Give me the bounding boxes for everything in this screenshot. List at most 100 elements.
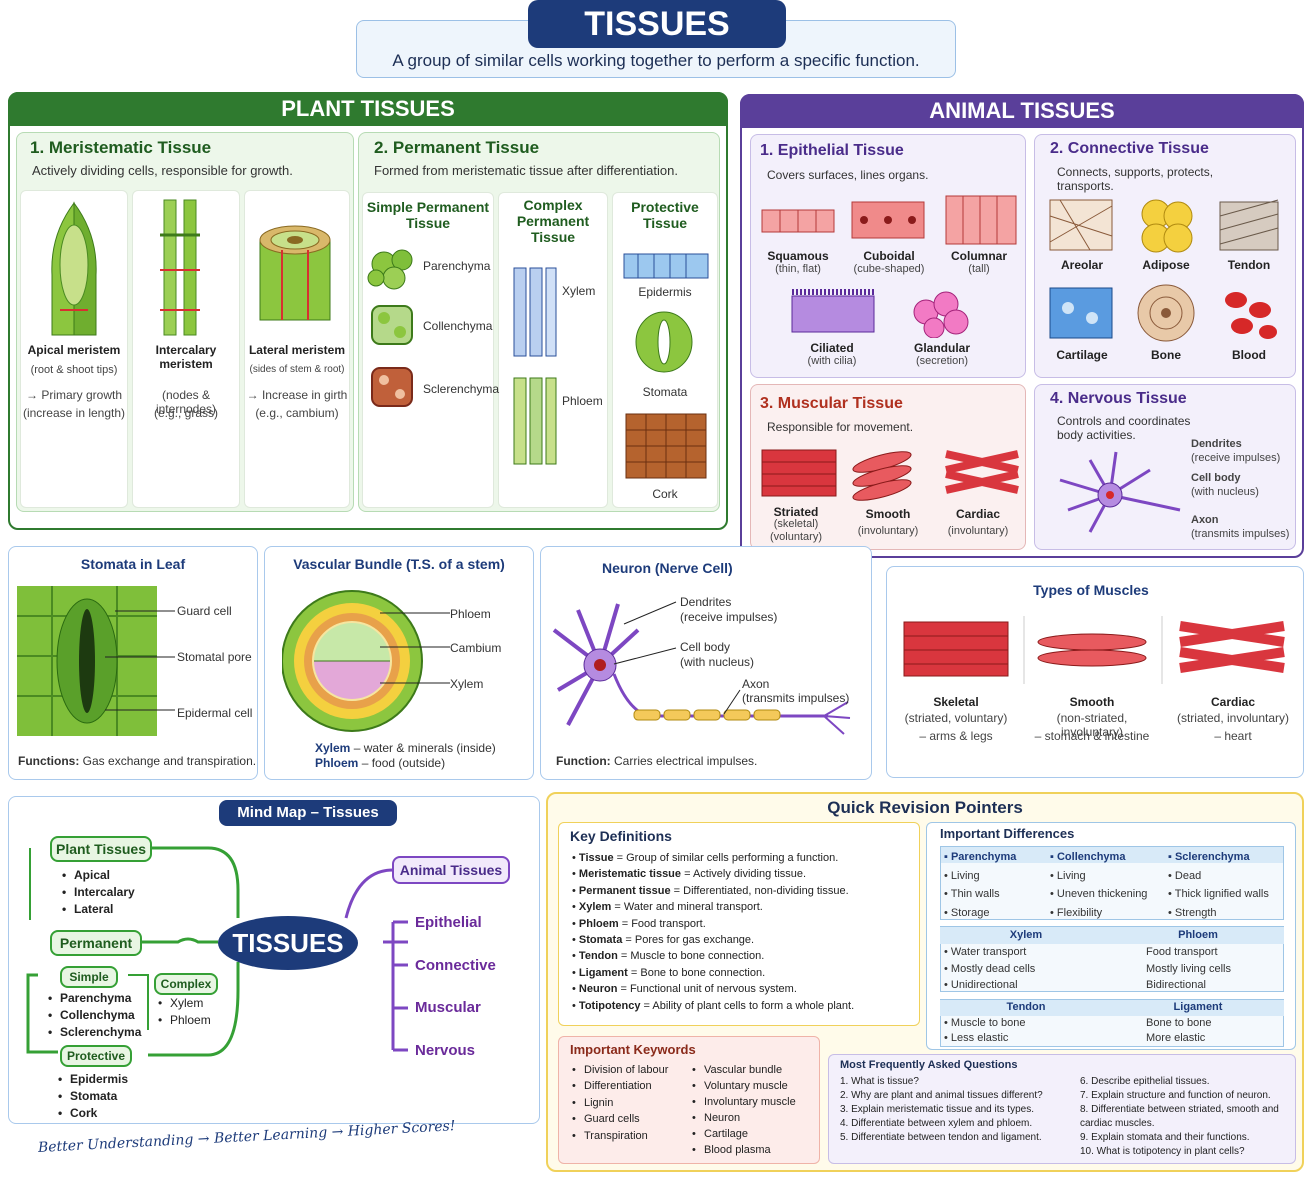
epidermis-label: Epidermis [638,285,692,299]
defs-box [558,822,920,1026]
mm-plant-item: Lateral [62,902,135,916]
mm-animal-tissues: Animal Tissues [392,856,510,884]
neuron-card-title: Neuron (Nerve Cell) [602,560,733,576]
glandular-sub: (secretion) [916,355,968,367]
vascular-bundle-image [282,590,423,732]
nervous-title: 4. Nervous Tissue [1050,390,1187,407]
def-row: • Ligament = Bone to bone connection. [572,966,766,979]
guard-cell-label: Guard cell [177,604,232,618]
keyword: Lignin [572,1095,668,1112]
keyword: Blood plasma [692,1142,796,1158]
lateral-meristem-image [259,225,331,321]
smooth-muscle-sub: (non-striated, involuntary) [1056,711,1128,739]
faq-box [828,1054,1296,1164]
ciliated-label: Ciliated [810,341,854,355]
revision-title: Quick Revision Pointers [827,798,1023,817]
cuboidal-image [851,201,925,239]
muscular-illustrations [761,449,1019,501]
lateral-name: Lateral meristem [248,343,346,357]
defs-list: • Tissue = Group of similar cells perfor… [572,850,916,1014]
vascular-line1-b: Xylem [315,741,351,755]
t1-grid: ▪ Parenchyma▪ Collenchyma▪ Sclerenchyma … [944,851,1269,919]
vascular-phloem-label: Phloem [450,607,491,621]
muscular-desc: Responsible for movement. [767,420,914,434]
faq-item: 3. Explain meristematic tissue and its t… [840,1104,1034,1115]
connective-title: 2. Connective Tissue [1050,140,1209,157]
mm-animal-item: Nervous [415,1042,476,1059]
epidermal-cell-label: Epidermal cell [177,706,253,720]
faq-item: 5. Differentiate between tendon and liga… [840,1132,1042,1143]
permanent-illustrations [367,249,709,479]
mm-complex-item: Xylem [158,996,211,1010]
striated-sub2: (voluntary) [770,531,822,543]
stomata-label: Stomata [642,385,688,399]
keyword: Division of labour [572,1062,668,1079]
smooth-muscle-ex: – stomach & intestine [1034,729,1150,743]
skeletal-sub: (striated, voluntary) [904,711,1008,725]
epithelial-box [750,134,1026,378]
cardiac-label: Cardiac [955,507,1001,521]
bone-label: Bone [1151,348,1181,362]
skeletal-ex: – arms & legs [919,729,993,743]
keyword: Transpiration [572,1128,668,1145]
apical-meristem-image [51,201,97,336]
faq-item: 7. Explain structure and function of neu… [1080,1090,1271,1101]
neuron-image [552,601,851,735]
xylem-label: Xylem [562,284,596,298]
columnar-label: Columnar [950,249,1007,263]
meristematic-title: 1. Meristematic Tissue [30,138,212,157]
epithelial-title: 1. Epithelial Tissue [760,142,904,159]
def-row: • Tissue = Group of similar cells perfor… [572,852,839,864]
mm-center: TISSUES [218,916,358,970]
mm-protective-item: Stomata [58,1089,128,1103]
faq-item: 10. What is totipotency in plant cells? [1080,1146,1245,1157]
intercalary-meristem-image [160,199,200,336]
protective-title: Protective Tissue [631,199,699,231]
mindmap-connectors [26,846,408,1057]
keyword: Differentiation [572,1078,668,1095]
def-row: • Neuron = Functional unit of nervous sy… [572,983,797,996]
mm-plant-item: Intercalary [62,885,135,899]
lateral-fn2: (e.g., cambium) [255,406,339,420]
connective-illustrations [1049,199,1279,342]
mm-protective-item: Cork [58,1106,128,1120]
mm-simple-item: Sclerenchyma [48,1025,141,1039]
epidermis-image [623,253,709,279]
keyword: Neuron [692,1110,796,1126]
xylem-image [513,267,557,357]
cuboidal-label: Cuboidal [863,249,915,263]
muscles-card-title: Types of Muscles [1033,582,1149,598]
cardiac-muscle-image [1179,621,1285,673]
keyword: Vascular bundle [692,1062,796,1078]
complex-permanent-title: Complex Permanent Tissue [516,197,590,245]
cork-label: Cork [652,487,678,501]
vascular-card-title: Vascular Bundle (T.S. of a stem) [293,556,505,572]
intercalary-fn1: (nodes & internodes) [155,388,217,416]
collenchyma-image [371,305,413,345]
faq-col2: 6. Describe epithelial tissues. 7. Expla… [1080,1075,1290,1159]
mm-permanent: Permanent [50,930,142,956]
blood-label: Blood [1232,348,1266,362]
mm-complex-item: Phloem [158,1013,211,1027]
mm-simple-item: Collenchyma [48,1008,141,1022]
smooth-image [852,451,912,501]
stomata-fn: Gas exchange and transpiration. [82,754,257,768]
nervous-box [1034,384,1296,550]
ciliated-image [791,289,875,333]
faq-item: 6. Describe epithelial tissues. [1080,1076,1210,1087]
plant-tissues-heading: PLANT TISSUES [8,92,728,126]
cardiac-sub: (involuntary) [947,525,1009,537]
faq-title: Most Frequently Asked Questions [840,1059,1018,1071]
ciliated-sub: (with cilia) [807,355,857,367]
nervous-cellbody-label: Cell body [1191,472,1241,484]
keywords-title: Important Keywords [570,1042,696,1057]
neuron-cellbody-sub: (with nucleus) [680,655,755,669]
lateral-loc: (sides of stem & root) [249,364,345,375]
muscles-illustrations [903,616,1285,684]
striated-image [761,449,837,497]
meristematic-desc: Actively dividing cells, responsible for… [32,163,293,178]
nervous-cellbody-sub: (with nucleus) [1191,486,1259,498]
